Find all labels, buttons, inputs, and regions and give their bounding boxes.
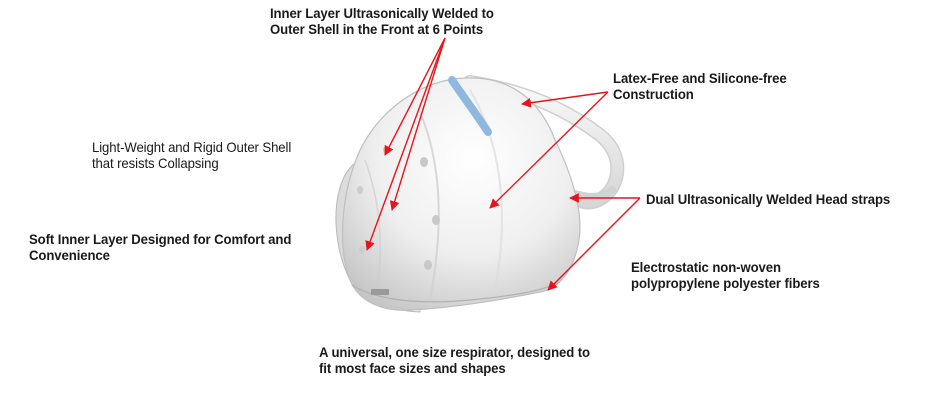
arrow-welded-1 <box>384 37 446 156</box>
nose-strip <box>448 76 492 136</box>
label-outer-shell-line1: Light-Weight and Rigid Outer Shell <box>92 139 292 155</box>
label-universal-line1: A universal, one size respirator, design… <box>319 344 590 360</box>
arrow-straps-2 <box>547 197 641 291</box>
label-latex-free-line1: Latex-Free and Silicone-free <box>613 70 787 86</box>
label-electrostatic: Electrostatic non-woven polypropylene po… <box>631 259 820 291</box>
arrow-latex-1 <box>521 91 609 108</box>
label-universal: A universal, one size respirator, design… <box>319 344 590 376</box>
label-head-straps-line1: Dual Ultrasonically Welded Head straps <box>646 191 891 207</box>
label-inner-layer-line2: Convenience <box>29 247 110 263</box>
label-inner-layer-line1: Soft Inner Layer Designed for Comfort an… <box>29 231 292 247</box>
label-welded-front-line1: Inner Layer Ultrasonically Welded to <box>270 5 494 21</box>
label-welded-front: Inner Layer Ultrasonically Welded to Out… <box>270 5 494 37</box>
label-universal-line2: fit most face sizes and shapes <box>319 360 506 376</box>
label-outer-shell-line2: that resists Collapsing <box>92 155 219 171</box>
label-latex-free-line2: Construction <box>613 86 694 102</box>
label-electrostatic-line2: polypropylene polyester fibers <box>631 275 820 291</box>
label-outer-shell: Light-Weight and Rigid Outer Shell that … <box>92 139 291 171</box>
label-inner-layer: Soft Inner Layer Designed for Comfort an… <box>29 231 291 263</box>
arrow-latex-2 <box>489 91 609 209</box>
label-electrostatic-line1: Electrostatic non-woven <box>631 259 781 275</box>
arrow-welded-2 <box>389 37 446 211</box>
label-head-straps: Dual Ultrasonically Welded Head straps <box>646 191 890 207</box>
label-latex-free: Latex-Free and Silicone-free Constructio… <box>613 70 787 102</box>
brand-stamp <box>371 289 389 295</box>
respirator-mask-graphic <box>335 76 581 313</box>
arrow-welded-3 <box>365 37 446 251</box>
callout-arrows <box>365 37 641 291</box>
label-welded-front-line2: Outer Shell in the Front at 6 Points <box>270 21 484 37</box>
